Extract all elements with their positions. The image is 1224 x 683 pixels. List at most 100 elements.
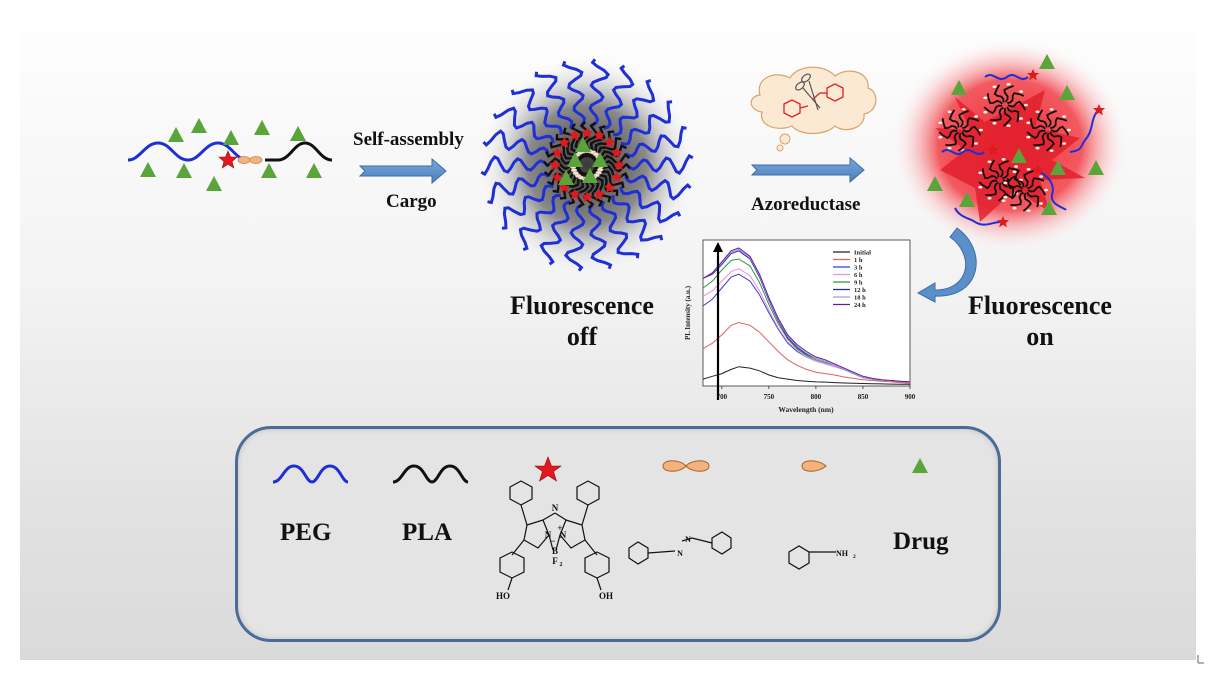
free-copolymer-group <box>127 118 333 191</box>
peg-strand <box>510 88 563 135</box>
series-line-0 <box>702 366 911 385</box>
peg-strand <box>501 184 554 230</box>
pla-chain <box>265 141 333 162</box>
peg-strand <box>480 154 549 177</box>
peg-strand <box>619 186 682 224</box>
pla-clusters <box>938 83 1071 212</box>
azobenzene-atoms: N N <box>677 535 691 558</box>
legend-entry: 18 h <box>854 295 866 302</box>
peg-corona <box>480 58 694 272</box>
legend-azo-linker <box>662 460 710 472</box>
peg-strand <box>588 58 611 127</box>
self-assembly-label: Self-assembly <box>353 129 464 150</box>
azobenzene-red <box>783 83 844 118</box>
azoreductase-arrow <box>750 156 865 184</box>
cargo-label: Cargo <box>386 191 437 212</box>
x-tick-label: 750 <box>764 393 775 401</box>
svg-text:B: B <box>552 546 558 556</box>
peg-strand <box>534 71 574 130</box>
legend-pla-wave <box>392 464 469 484</box>
fluorescence-on-line2: on <box>1026 322 1054 351</box>
svg-text:HO: HO <box>496 591 510 601</box>
legend-entry: 9 h <box>854 280 863 287</box>
fluorescence-off-line2: off <box>566 322 598 351</box>
x-tick-label: 900 <box>905 393 916 401</box>
svg-text:−: − <box>550 536 555 546</box>
legend-entry: Initial <box>854 250 871 257</box>
peg-strand <box>539 200 571 266</box>
peg-strand <box>611 195 664 242</box>
legend-entry: 3 h <box>854 265 863 272</box>
peg-strand <box>613 78 656 137</box>
x-tick-label: 850 <box>858 393 869 401</box>
azoreductase-cloud <box>750 66 877 152</box>
fluorescence-on-label: Fluorescence on <box>955 290 1125 352</box>
micelle-fluorescence-off <box>479 57 695 273</box>
self-assembly-arrow <box>358 157 447 185</box>
azobenzene-structure <box>628 531 732 565</box>
legend-drug-triangle <box>912 458 928 473</box>
legend-entry: 6 h <box>854 272 863 279</box>
peg-strand <box>482 129 550 156</box>
svg-text:N: N <box>545 530 552 540</box>
legend-aniline-piece <box>801 460 827 472</box>
svg-text:+: + <box>557 523 562 533</box>
legend-label-pla: PLA <box>402 519 452 546</box>
peg-strand <box>600 200 640 259</box>
aza-bodipy-structure <box>499 480 610 591</box>
azoreductase-label: Azoreductase <box>751 194 861 215</box>
peg-strand <box>563 203 586 272</box>
curved-arrow <box>916 227 977 303</box>
svg-text:2: 2 <box>560 562 563 568</box>
legend-entry: 1 h <box>854 257 863 264</box>
increase-arrow-head <box>713 242 723 252</box>
chart-frame <box>702 239 911 387</box>
legend-peg-wave <box>272 464 349 484</box>
chart-ylabel: PL Intensity (a.u.) <box>684 285 692 340</box>
legend-box <box>235 426 1001 642</box>
svg-text:F: F <box>552 556 558 566</box>
x-tick-label: 700 <box>717 393 728 401</box>
peg-chain <box>127 141 262 162</box>
aniline-structure <box>788 545 836 570</box>
peg-strand <box>603 64 635 130</box>
legend-entry: 24 h <box>854 302 866 309</box>
peg-strand <box>624 174 692 201</box>
peg-strand <box>487 172 550 205</box>
aza-bodipy-atoms: N N N − + B F 2 HO OH <box>496 503 613 601</box>
peg-strand <box>624 125 687 158</box>
peg-strand <box>518 193 561 252</box>
fluorescence-off-label: Fluorescence off <box>497 290 667 352</box>
paragraph-mark-icon <box>1197 655 1204 664</box>
peg-strand <box>620 100 673 146</box>
legend-dye-star <box>534 456 562 482</box>
legend-label-peg: PEG <box>280 519 332 546</box>
legend-entry: 12 h <box>854 287 866 294</box>
svg-text:N: N <box>685 535 691 544</box>
disassembled-fluorescence-on <box>890 37 1130 253</box>
peg-strand <box>588 203 613 270</box>
series-line-7 <box>702 247 911 383</box>
svg-text:N: N <box>560 530 567 540</box>
series-line-6 <box>702 248 910 383</box>
aniline-atoms: NH 2 <box>836 549 856 560</box>
svg-text:NH: NH <box>836 549 849 558</box>
scissors-icon <box>795 73 821 111</box>
azo-linker <box>237 156 263 164</box>
legend-label-drug: Drug <box>893 528 949 555</box>
peg-strand <box>561 60 586 127</box>
peg-strand <box>492 106 555 144</box>
svg-text:N: N <box>677 549 683 558</box>
series-line-1 <box>702 321 911 384</box>
chart-xlabel: Wavelength (nm) <box>778 405 834 414</box>
fluorescence-on-line1: Fluorescence <box>968 291 1112 320</box>
svg-text:2: 2 <box>853 554 856 560</box>
fluorescence-off-line1: Fluorescence <box>510 291 654 320</box>
svg-text:OH: OH <box>599 591 613 601</box>
peg-strand <box>625 153 694 176</box>
x-tick-label: 800 <box>811 393 822 401</box>
svg-text:N: N <box>552 503 559 513</box>
